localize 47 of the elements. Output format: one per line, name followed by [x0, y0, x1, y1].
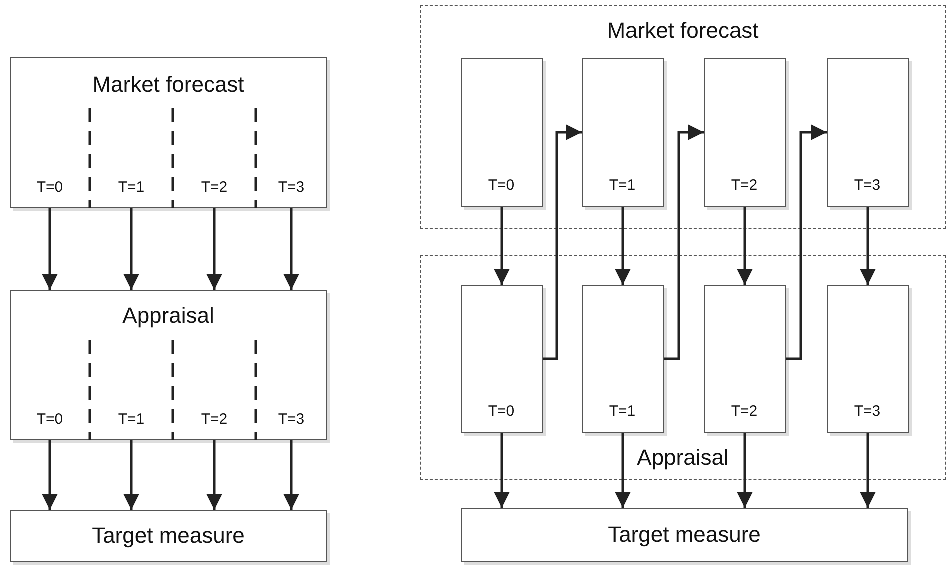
- arrow: [543, 124, 582, 360]
- process-box: [10, 290, 327, 440]
- node-label: T=0: [488, 176, 515, 194]
- arrow: [615, 207, 631, 285]
- node-label: T=2: [201, 179, 228, 196]
- group-frame: [420, 255, 946, 480]
- node-label: Target measure: [608, 522, 761, 547]
- node-label: T=0: [36, 411, 64, 428]
- node-label: T=0: [488, 402, 515, 420]
- process-box: [461, 508, 908, 562]
- node-label: T=2: [201, 411, 228, 428]
- node-label: T=3: [854, 176, 881, 194]
- arrow: [615, 433, 631, 508]
- arrow: [284, 440, 300, 510]
- process-box: [10, 510, 327, 562]
- node-label: T=1: [118, 179, 145, 196]
- arrow: [664, 124, 704, 360]
- node-label: T=3: [278, 411, 305, 428]
- arrow: [786, 124, 827, 360]
- arrow: [737, 207, 753, 285]
- node-label: T=2: [731, 176, 758, 194]
- node-label: T=1: [118, 411, 145, 428]
- node-label: T=2: [731, 402, 758, 420]
- arrow: [42, 208, 58, 290]
- node-label: Appraisal: [637, 445, 729, 470]
- arrow: [860, 207, 876, 285]
- process-box: [10, 57, 327, 208]
- arrow: [124, 208, 140, 290]
- node-label: Appraisal: [122, 303, 214, 328]
- arrow: [206, 208, 222, 290]
- group-frame: [420, 5, 946, 229]
- arrow: [42, 440, 58, 510]
- node-label: T=1: [609, 176, 636, 194]
- arrow: [494, 207, 510, 285]
- arrow: [124, 440, 140, 510]
- arrow: [860, 433, 876, 508]
- node-label: T=0: [36, 179, 64, 196]
- node-label: Market forecast: [92, 72, 244, 97]
- arrow: [737, 433, 753, 508]
- node-label: T=1: [609, 402, 636, 420]
- arrow: [494, 433, 510, 508]
- node-label: T=3: [854, 402, 881, 420]
- arrow: [206, 440, 222, 510]
- arrow: [284, 208, 300, 290]
- node-label: Target measure: [92, 523, 245, 548]
- node-label: T=3: [278, 179, 305, 196]
- node-label: Market forecast: [607, 18, 759, 43]
